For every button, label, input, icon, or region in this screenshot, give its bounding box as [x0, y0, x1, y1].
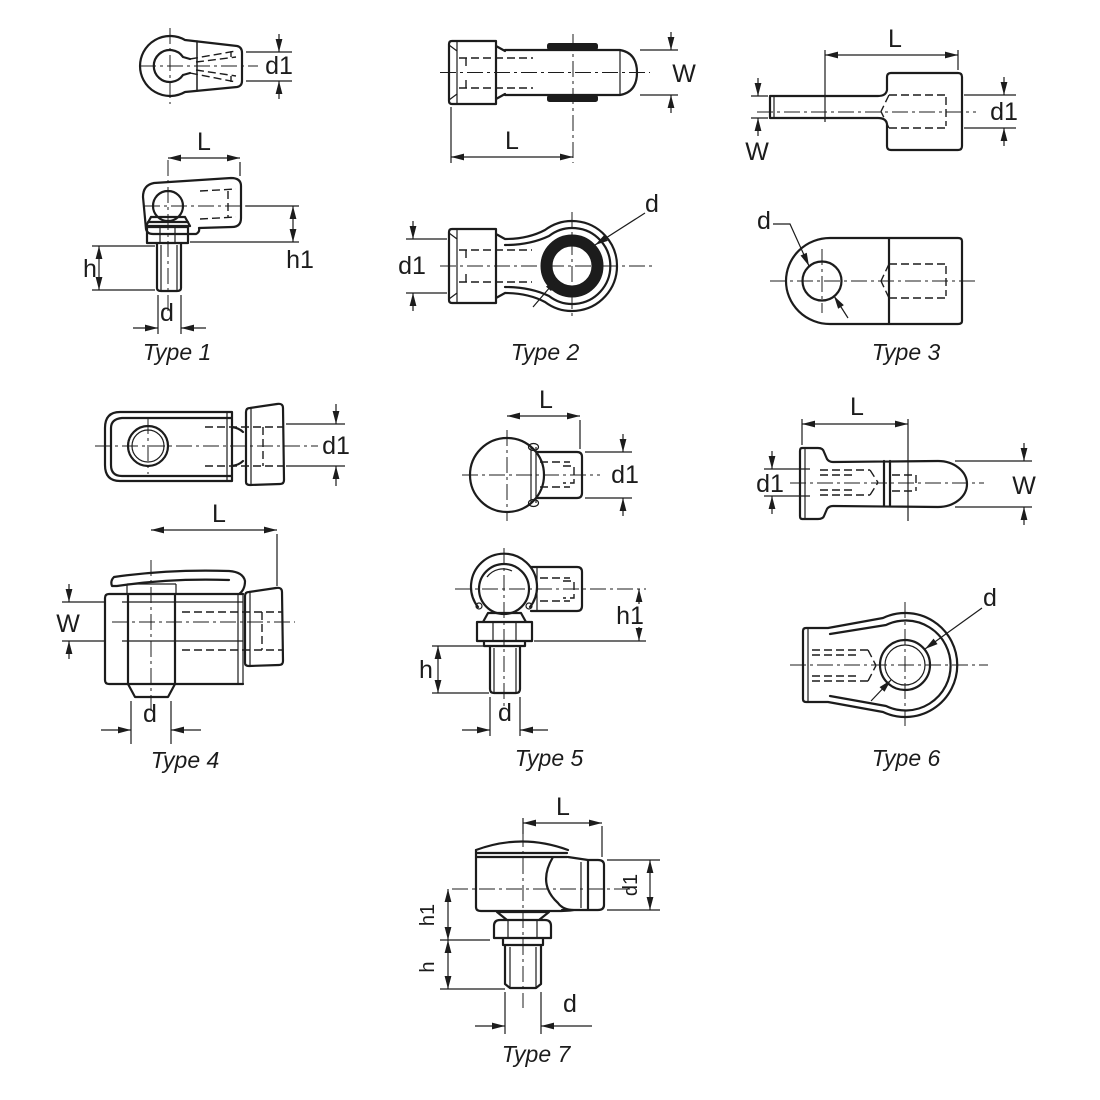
type2-top-ext-lines	[450, 49, 678, 163]
type5-dim-label-d: d	[498, 699, 512, 727]
type2-dim-label-d1: d1	[398, 252, 426, 280]
type1-dim-label-h: h	[83, 255, 97, 283]
type5-side-lug-right	[525, 602, 533, 610]
type7-dim-label-h: h	[417, 961, 439, 972]
type1-dim-label-h1: h1	[286, 246, 314, 274]
type3-dim-label-d: d	[757, 207, 771, 235]
type4-top-centerlines	[95, 418, 318, 474]
type6-caption: Type 6	[872, 745, 941, 771]
type3-dim-label-W: W	[745, 138, 769, 166]
type6-dim-label-W: W	[1012, 472, 1036, 500]
type7-outline	[474, 840, 606, 990]
type3-top-hidden-lines	[880, 94, 948, 129]
type5-dim-label-L: L	[539, 386, 553, 414]
type2-eye-centerlines	[440, 212, 652, 320]
type3-leader-d-inner	[833, 295, 849, 319]
type7-figure: L d1 h1 h d Type 7	[417, 793, 660, 1067]
type1-dim-label-d1: d1	[265, 52, 293, 80]
type3-eye-centerlines	[770, 249, 976, 313]
type7-dim-label-d: d	[563, 990, 577, 1018]
type5-side-centerlines	[455, 548, 646, 710]
type6-dim-label-d: d	[983, 584, 997, 612]
type3-leader-d	[773, 223, 810, 267]
type5-top-ball	[468, 436, 546, 514]
type6-dim-label-d1: d1	[756, 470, 784, 498]
type4-caption: Type 4	[151, 747, 220, 773]
type4-side-ext-lines	[62, 534, 278, 744]
type7-dim-label-h1: h1	[417, 904, 439, 926]
type5-dim-label-d1: d1	[611, 461, 639, 489]
type3-eye-hidden-lines	[880, 263, 948, 299]
type1-top-centerlines	[140, 28, 258, 104]
type4-dim-label-d: d	[143, 700, 157, 728]
type6-figure: L d1 W d Type 6	[756, 393, 1036, 771]
type7-dim-label-d1: d1	[620, 874, 642, 896]
type6-leader-d-inner	[870, 679, 892, 702]
type2-eye-inner-lines	[448, 229, 458, 303]
type4-figure: d1 L W d Type 4	[56, 402, 350, 773]
type4-side-outline	[103, 569, 285, 699]
type5-figure: L d1 h1 h d Type 5	[419, 386, 646, 771]
type1-side-details	[155, 190, 178, 290]
type1-caption: Type 1	[143, 339, 212, 365]
type4-dim-label-W: W	[56, 610, 80, 638]
type4-side-centerlines	[112, 560, 295, 714]
type5-side-lug-left	[475, 602, 483, 610]
type6-dim-label-L: L	[850, 393, 864, 421]
type2-eye-hidden-lines	[459, 249, 532, 283]
type6-eye-hidden-lines	[812, 649, 877, 682]
type2-dim-label-L: L	[505, 127, 519, 155]
type5-side-ext-lines	[432, 640, 646, 736]
type1-dim-label-d: d	[160, 299, 174, 327]
type2-leader-d-inner	[532, 278, 558, 308]
type5-top-centerlines	[462, 430, 600, 521]
type2-dim-label-d: d	[645, 190, 659, 218]
type3-dim-label-d1: d1	[990, 98, 1018, 126]
type5-side-outline	[469, 552, 584, 695]
type6-eye-centerlines	[790, 602, 988, 729]
type1-side-ext-lines	[92, 162, 299, 334]
type2-top-inner-lines	[448, 41, 621, 104]
type4-side-hidden-lines	[182, 611, 283, 651]
type4-dim-label-d1: d1	[322, 432, 350, 460]
type7-caption: Type 7	[502, 1041, 572, 1067]
type5-dim-label-h1: h1	[616, 602, 644, 630]
type5-top-clamp-lug-top	[527, 442, 540, 452]
type4-side-inner-lines	[122, 583, 251, 684]
type6-top-ext-lines	[764, 419, 1032, 521]
type1-side-hidden-lines	[199, 188, 237, 220]
type1-figure: d1 L h1 h d Type 1	[83, 28, 314, 365]
type3-dim-label-L: L	[888, 25, 902, 53]
type7-details	[507, 862, 582, 987]
type5-top-clamp-lug-bottom	[527, 498, 540, 508]
type2-caption: Type 2	[511, 339, 580, 365]
type1-side-centerlines	[144, 160, 256, 312]
type3-figure: L W d1 d Type 3	[745, 25, 1018, 365]
type2-top-centerlines	[440, 34, 650, 163]
type2-figure: W L d d1 Type 2	[398, 32, 696, 365]
type2-top-hidden-lines	[459, 57, 533, 89]
type2-dim-label-W: W	[672, 60, 696, 88]
type1-dim-label-L: L	[197, 128, 211, 156]
type1-top-ext-lines	[246, 51, 292, 82]
type7-centerlines	[452, 831, 630, 1008]
type6-top-hidden-lines	[820, 469, 917, 496]
type5-caption: Type 5	[515, 745, 584, 771]
type5-dim-label-h: h	[419, 656, 433, 684]
type3-caption: Type 3	[872, 339, 941, 365]
type4-dim-label-L: L	[212, 500, 226, 528]
type2-leader-d	[594, 212, 646, 246]
type7-dim-label-L: L	[556, 793, 570, 821]
type6-leader-d	[924, 607, 983, 650]
